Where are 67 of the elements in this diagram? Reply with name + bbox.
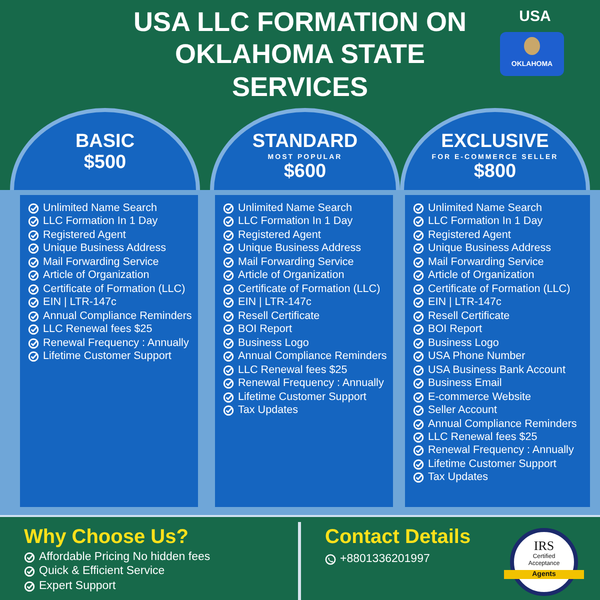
feature-item: LLC Renewal fees $25	[428, 430, 538, 444]
feature-item: EIN | LTR-147c	[238, 296, 312, 308]
feature-item: Tax Updates	[428, 471, 488, 484]
feature-item: Lifetime Customer Support	[238, 390, 366, 403]
feature-item: Unlimited Name Search	[238, 202, 352, 214]
feature-panel	[405, 195, 590, 507]
feature-item: Business Logo	[238, 336, 309, 349]
feature-item: E-commerce Website	[428, 390, 531, 403]
feature-item: EIN | LTR-147c	[43, 296, 116, 308]
feature-item: Unique Business Address	[428, 242, 552, 254]
benefit-item: Affordable Pricing No hidden fees	[39, 551, 210, 564]
badge-title: IRS	[532, 538, 556, 554]
feature-item: USA Business Bank Account	[428, 364, 566, 376]
feature-item: Annual Compliance Reminders	[428, 418, 577, 430]
feature-item: Lifetime Customer Support	[43, 350, 172, 362]
feature-item: Certificate of Formation (LLC)	[238, 282, 380, 295]
feature-item: Annual Compliance Reminders	[43, 310, 192, 322]
feature-item: Resell Certificate	[428, 310, 510, 322]
section-heading: Contact Details	[325, 526, 472, 549]
feature-item: LLC Formation In 1 Day	[238, 215, 353, 228]
plan-price: $600	[282, 162, 328, 183]
feature-item: Certificate of Formation (LLC)	[43, 282, 186, 295]
feature-panel	[20, 195, 198, 507]
feature-item: Mail Forwarding Service	[43, 256, 159, 268]
feature-item: Lifetime Customer Support	[428, 458, 556, 470]
feature-item: LLC Renewal fees $25	[43, 323, 152, 336]
feature-item: Article of Organization	[238, 269, 344, 282]
title: USA LLC FORMATION ON OKLAHOMA STATE SERVICES	[132, 6, 468, 104]
plan-name: BASIC	[74, 132, 136, 153]
feature-item: Unique Business Address	[238, 242, 362, 254]
feature-item: LLC Renewal fees $25	[238, 364, 348, 376]
benefit-item: Expert Support	[39, 580, 116, 592]
feature-item: BOI Report	[428, 323, 482, 336]
phone-number: +8801336201997	[340, 553, 430, 566]
feature-item: Business Email	[428, 377, 502, 390]
feature-item: LLC Formation In 1 Day	[428, 215, 543, 228]
plan-name: STANDARD	[251, 132, 359, 153]
feature-item: Renewal Frequency : Annually	[238, 377, 384, 390]
feature-item: Article of Organization	[428, 269, 534, 282]
feature-item: Resell Certificate	[238, 310, 320, 322]
feature-item: Tax Updates	[238, 404, 298, 416]
feature-item: Mail Forwarding Service	[238, 256, 354, 268]
feature-item: Unlimited Name Search	[43, 202, 158, 214]
feature-item: Article of Organization	[43, 269, 150, 282]
feature-item: Certificate of Formation (LLC)	[428, 282, 570, 295]
feature-item: Renewal Frequency : Annually	[43, 336, 189, 349]
feature-item: BOI Report	[238, 323, 292, 336]
feature-item: Seller Account	[428, 404, 498, 416]
feature-item: Registered Agent	[43, 228, 126, 242]
section-heading: Why Choose Us?	[24, 526, 190, 549]
feature-item: USA Phone Number	[428, 350, 526, 362]
feature-item: Registered Agent	[428, 228, 511, 242]
feature-item: LLC Formation In 1 Day	[43, 215, 158, 228]
feature-item: Mail Forwarding Service	[428, 256, 544, 268]
feature-item: Business Logo	[428, 336, 499, 349]
plan-name: EXCLUSIVE	[440, 132, 550, 153]
feature-item: Registered Agent	[238, 228, 321, 242]
feature-item: Renewal Frequency : Annually	[428, 444, 574, 457]
benefit-item: Quick & Efficient Service	[39, 565, 165, 578]
country-label: USA	[518, 8, 552, 25]
feature-item: Annual Compliance Reminders	[238, 350, 387, 362]
plan-price: $500	[82, 152, 128, 174]
feature-item: Unlimited Name Search	[428, 202, 542, 214]
plan-price: $800	[472, 162, 518, 183]
feature-item: EIN | LTR-147c	[428, 296, 502, 308]
feature-item: Unique Business Address	[43, 242, 166, 254]
feature-panel	[215, 195, 393, 507]
